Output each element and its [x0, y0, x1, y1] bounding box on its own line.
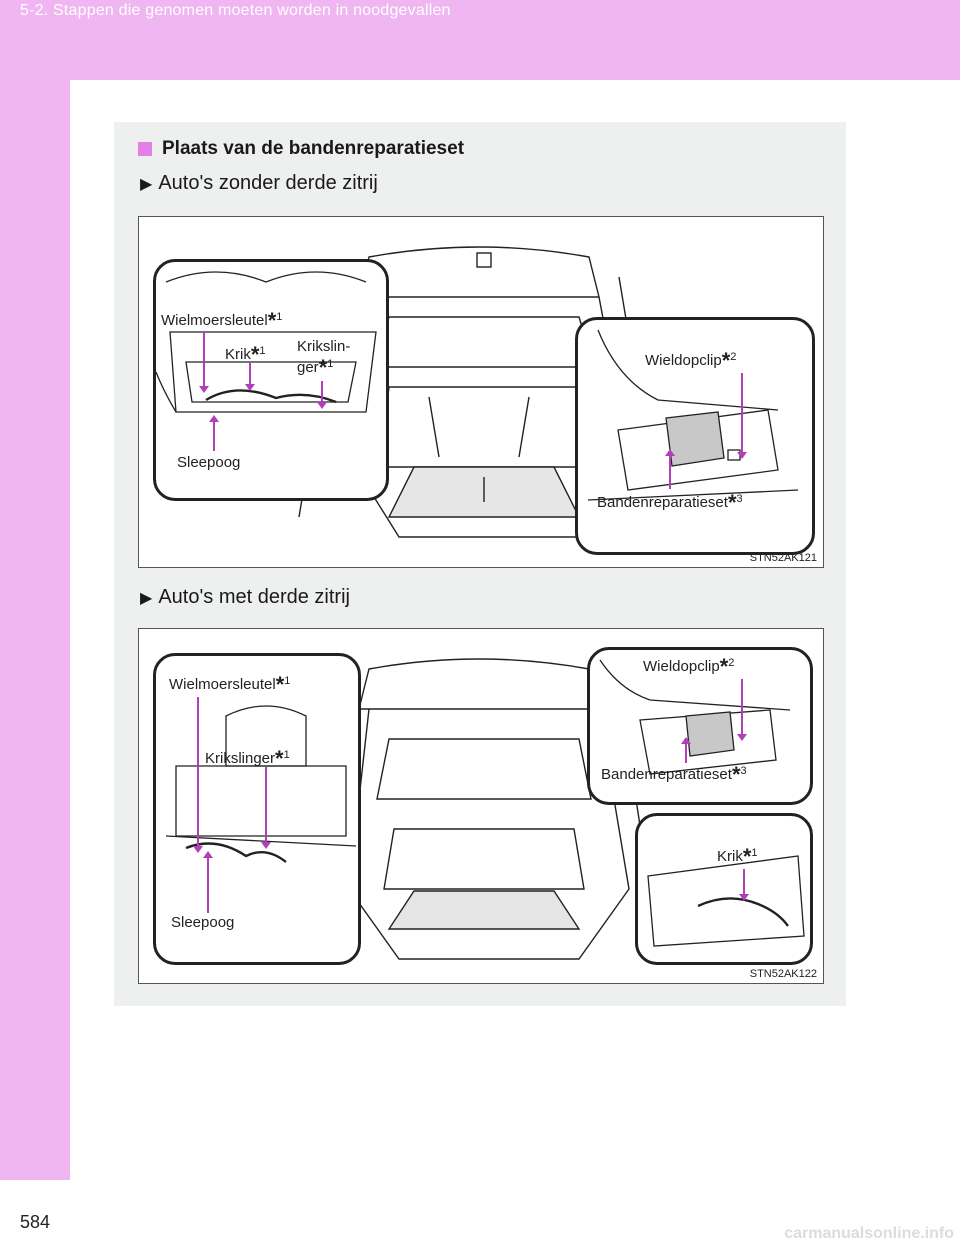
figure1-callout-kit: [575, 317, 815, 555]
figure1-label-wheel-cap-clip: Wieldopclip*2: [645, 348, 737, 373]
figure1-label-jack: Krik*1: [225, 342, 266, 367]
figure2-label-repair-kit: Bandenreparatieset*3: [601, 762, 747, 787]
side-strip: [0, 80, 70, 1180]
figure2-label-jack: Krik*1: [717, 844, 758, 869]
figure2-code: STN52AK122: [749, 968, 817, 980]
watermark: carmanualsonline.info: [784, 1225, 954, 1242]
pink-square-icon: [138, 142, 152, 156]
figure2-arrow-wheel-cap-clip: [737, 679, 747, 741]
figure1-arrow-jack-handle: [317, 381, 327, 409]
figure1-tools-drawing: [156, 271, 377, 413]
figure2-label-wheel-wrench: Wielmoersleutel*1: [169, 672, 291, 697]
section-title-text: Plaats van de bandenreparatieset: [162, 138, 465, 159]
figure1-arrow-wheel-wrench: [199, 331, 209, 393]
page-number: 584: [20, 1212, 51, 1232]
figure2-label-jack-handle: Krikslinger*1: [205, 746, 290, 771]
figure1-arrow-wheel-cap-clip: [737, 373, 747, 459]
figure2-callout-tools: [153, 653, 361, 965]
figure2-arrow-repair-kit: [681, 737, 691, 763]
figure2-arrow-towing-eye: [203, 851, 213, 913]
figure1-heading: ▶ Auto's zonder derde zitrij: [140, 172, 378, 195]
figure2-illustration: Wielmoersleutel*1 Krikslinger*1 Sleepoog…: [138, 628, 824, 984]
figure1-arrow-repair-kit: [665, 449, 675, 489]
figure1-arrow-jack: [245, 363, 255, 391]
figure2-callout-jack: [635, 813, 813, 965]
figure2-label-wheel-cap-clip: Wieldopclip*2: [643, 654, 735, 679]
header-band: [0, 0, 960, 80]
figure2-arrow-wheel-wrench: [193, 697, 203, 853]
figure1-code: STN52AK121: [749, 552, 817, 564]
figure2-arrow-jack: [739, 869, 749, 901]
figure2-arrow-jack-handle: [261, 767, 271, 849]
figure2-heading-text: Auto's met derde zitrij: [158, 586, 350, 608]
section-header: 5-2. Stappen die genomen moeten worden i…: [20, 2, 451, 19]
figure1-heading-text: Auto's zonder derde zitrij: [158, 172, 378, 194]
section-title: Plaats van de bandenreparatieset: [138, 138, 464, 160]
figure1-label-towing-eye: Sleepoog: [177, 454, 241, 471]
figure1-arrow-towing-eye: [209, 415, 219, 451]
figure2-callout-kit: [587, 647, 813, 805]
figure1-callout-tools: [153, 259, 389, 501]
figure1-illustration: Wielmoersleutel*1 Krik*1 Krikslin- ger*1…: [138, 216, 824, 568]
figure1-label-repair-kit: Bandenreparatieset*3: [597, 490, 743, 515]
right-triangle-icon: ▶: [140, 175, 153, 193]
figure2-jack-drawing: [647, 855, 805, 947]
figure1-label-jack-handle: Krikslin- ger*1: [297, 338, 351, 380]
figure1-label-wheel-wrench: Wielmoersleutel*1: [161, 308, 283, 333]
right-triangle-icon: ▶: [140, 589, 153, 607]
figure2-label-towing-eye: Sleepoog: [171, 914, 235, 931]
figure2-heading: ▶ Auto's met derde zitrij: [140, 586, 350, 609]
